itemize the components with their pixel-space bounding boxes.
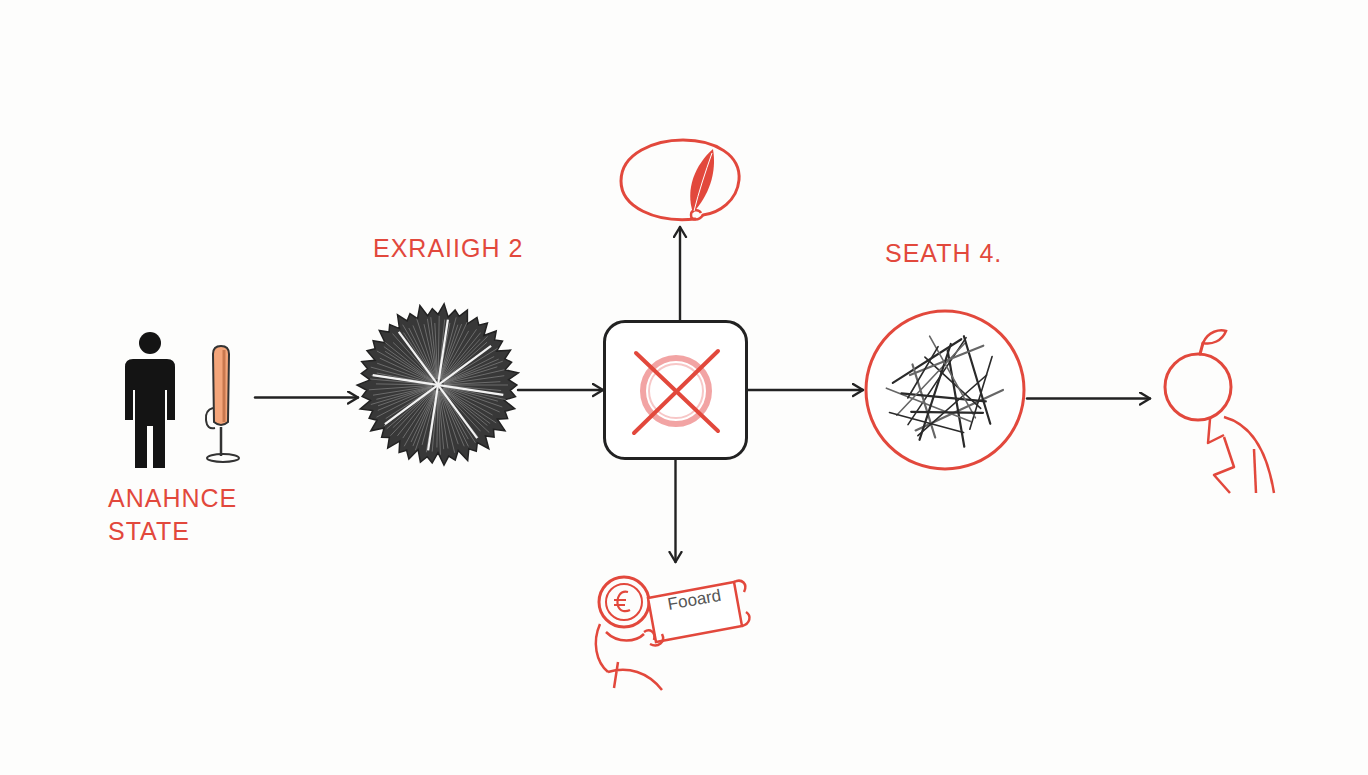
spiky-circle-node: EXRAIIGH 2: [355, 230, 530, 470]
person-icon: [105, 330, 255, 470]
feather-circle-art-part: [690, 149, 714, 213]
apple-head-figure-art-part: [1224, 417, 1274, 493]
person-icon-art-part: [223, 350, 226, 422]
spiky-circle-art-part: [378, 387, 433, 410]
spiky-circle-art-part: [393, 342, 434, 381]
flow-arrow: [748, 389, 863, 391]
spiky-circle-art-part: [444, 376, 504, 385]
web-circle-art-part: [920, 344, 951, 440]
feather-circle: [615, 135, 745, 227]
spiky-circle-art: [358, 305, 518, 465]
flow-arrow: [679, 227, 681, 320]
cross-box-art-part: [634, 351, 718, 433]
person-icon-art: [105, 330, 255, 470]
sign-figure-art-part: [648, 582, 742, 642]
apple-head-figure-art-part: [1165, 354, 1231, 420]
web-circle-art-part: [866, 311, 1024, 469]
spiky-circle-art-part: [431, 317, 438, 379]
spiky-circle-art-part: [438, 316, 439, 379]
node-label: ANAHNCE STATE: [108, 482, 248, 547]
person-icon-art-part: [206, 408, 215, 428]
apple-head-figure: [1150, 325, 1280, 497]
sign-figure-art-part: [606, 584, 642, 620]
spiky-circle-art-part: [438, 391, 440, 455]
person-icon-art-part: [139, 332, 161, 354]
web-circle-art: [863, 308, 1027, 472]
apple-head-figure-art-part: [1203, 330, 1226, 343]
sign-figure-art-part: [614, 592, 630, 612]
spiky-circle-art-part: [440, 391, 464, 447]
sign-figure-node: Fooard: [588, 562, 758, 692]
apple-head-figure-art-part: [1208, 419, 1224, 443]
apple-head-figure-art-part: [1200, 343, 1203, 354]
spiky-circle-art-part: [443, 348, 498, 382]
apple-head-figure-art: [1150, 325, 1280, 497]
web-circle-node: SEATH 4.: [860, 235, 1035, 475]
sign-figure-art-part: [734, 581, 749, 626]
spiky-circle-art-part: [369, 385, 432, 389]
spiky-circle-art-part: [391, 389, 434, 435]
sign-figure-art-part: [596, 624, 644, 672]
feather-circle-art-part: [694, 153, 712, 211]
person-icon-art-part: [213, 346, 229, 425]
sign-figure-art-part: [608, 662, 662, 690]
spiky-circle-art-part: [393, 389, 434, 428]
feather-circle-art-part: [621, 140, 739, 220]
cross-box: [603, 320, 748, 460]
sign-figure-art-part: [599, 577, 649, 627]
sign-figure-art: [588, 562, 758, 692]
spiky-circle-art-part: [435, 323, 438, 379]
person-icon-art-part: [207, 454, 239, 462]
apple-head-figure-art-part: [1254, 449, 1256, 493]
flow-arrow: [1027, 397, 1150, 399]
spiky-circle-art-part: [439, 391, 454, 453]
spiky-circle-art-part: [385, 346, 491, 424]
flow-arrow: [674, 460, 676, 562]
sign-figure: [588, 562, 758, 692]
spiky-circle-art-part: [444, 385, 508, 386]
feather-node: [615, 135, 745, 227]
spiky-circle-art-part: [444, 382, 500, 385]
apple-head-figure-art-part: [1214, 437, 1234, 493]
actor-group: ANAHNCE STATE: [105, 330, 265, 560]
web-circle-art-part: [908, 347, 938, 398]
spiky-circle-art-part: [444, 370, 505, 384]
spiky-circle-art-part: [357, 304, 518, 465]
web-circle-art-part: [918, 375, 987, 436]
web-circle-art-part: [911, 412, 983, 413]
node-label: EXRAIIGH 2: [373, 232, 543, 265]
spiky-circle: [358, 305, 518, 465]
node-label: SEATH 4.: [885, 237, 1045, 270]
spiky-circle-art-part: [411, 390, 435, 442]
flow-arrow: [518, 389, 603, 391]
spiky-circle-art-part: [444, 359, 499, 383]
person-icon-art-part: [220, 427, 223, 456]
person-icon-art-part: [125, 359, 175, 468]
spiky-circle-art-part: [442, 339, 480, 380]
spiky-circle-art-part: [441, 390, 469, 446]
web-circle: [863, 308, 1027, 472]
web-circle-art-part: [910, 346, 983, 375]
person-figure-node: [1150, 325, 1280, 497]
process-box: [603, 320, 748, 460]
flow-arrow: [255, 396, 358, 398]
cross-box-art: [606, 323, 745, 457]
spiky-circle-art-part: [377, 388, 433, 417]
sign-figure-art-part: [644, 630, 663, 645]
feather-circle-art: [615, 135, 745, 227]
